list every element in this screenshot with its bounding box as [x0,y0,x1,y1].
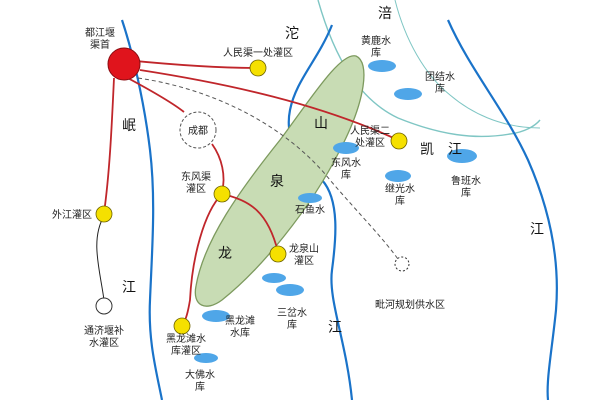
canal-chengdu-dongfeng [211,143,225,193]
fu-river-region-boundary-2 [394,0,541,129]
reservoir-longquan-blob [262,273,286,283]
reservoir-tuanjie-blob [394,88,422,100]
river-label-jiang-right: 江 [530,222,544,238]
canal-renminqu2 [139,69,399,141]
longquanshan-label: 龙泉山灌区 [289,242,319,267]
canal-waijiang [103,77,115,214]
pihe-label: 毗河规划供水区 [375,298,445,311]
reservoir-dongfeng-label: 东风水库 [331,156,361,181]
pihe-marker [394,256,410,272]
canal-renminqu1 [124,59,259,69]
reservoir-tuanjie-label: 团结水库 [425,70,455,95]
canal-dongfeng-branch [123,75,185,113]
station-heilongtan [173,317,191,335]
river-label-fu: 涪 [378,6,392,22]
reservoir-luban-label: 鲁班水库 [451,174,481,199]
reservoir-sancha-blob [276,284,304,296]
reservoir-shiyu-blob [298,193,322,203]
renminqu2-label: 人民渠二处灌区 [350,125,390,149]
reservoir-jiguang-label: 继光水库 [385,182,415,207]
station-dongfengqu [213,185,231,203]
link-waijiang-tongji [96,215,105,301]
reservoir-dongfeng-blob [333,142,359,154]
tongji-label: 通济堰补水灌区 [84,324,124,349]
dujiangyan-label: 都江堰渠首 [85,27,115,51]
heilongtan-label: 黑龙滩水库灌区 [166,332,206,357]
chengdu-circle [179,111,217,149]
min-river-west [120,19,164,400]
tongji-marker [95,297,113,315]
fu-river [446,19,558,400]
dujiangyan-headwork-marker [107,47,141,81]
reservoir-shiyu-label: 石鱼水 [295,203,325,216]
ridge-char-long: 龙 [218,246,232,262]
river-label-jiang-center: 江 [328,320,342,336]
river-label-kai: 凯 [420,142,434,158]
station-renminqu1 [249,59,267,77]
reservoir-heilongtan-label: 黑龙滩水库 [225,314,255,339]
reservoir-huanglu-blob [368,60,396,72]
planned-pihe-route [137,77,401,263]
river-label-kai-jiang: 江 [448,142,462,158]
renminqu1-label: 人民渠一处灌区 [223,47,293,59]
reservoir-dafo-label: 大佛水库 [185,368,215,393]
reservoir-heilongtan-blob [202,310,230,322]
ridge-char-shan: 山 [314,116,328,132]
river-label-min: 岷 [122,118,136,134]
river-label-tuo: 沱 [285,25,299,42]
chengdu-label: 成都 [188,125,208,137]
reservoir-dafo-blob [194,353,218,363]
river-label-jiang-left: 江 [122,280,136,296]
waijiang-label: 外江灌区 [52,209,92,221]
reservoir-luban-blob [447,149,477,163]
station-longquanshan [269,245,287,263]
reservoir-sancha-label: 三岔水库 [277,307,307,331]
ridge-char-quan: 泉 [270,173,284,190]
station-waijiang [95,205,113,223]
station-renminqu2 [390,132,408,150]
reservoir-huanglu-label: 黄鹿水库 [361,34,391,59]
dongfengqu-label: 东风渠灌区 [181,170,211,195]
reservoir-jiguang-blob [385,170,411,182]
